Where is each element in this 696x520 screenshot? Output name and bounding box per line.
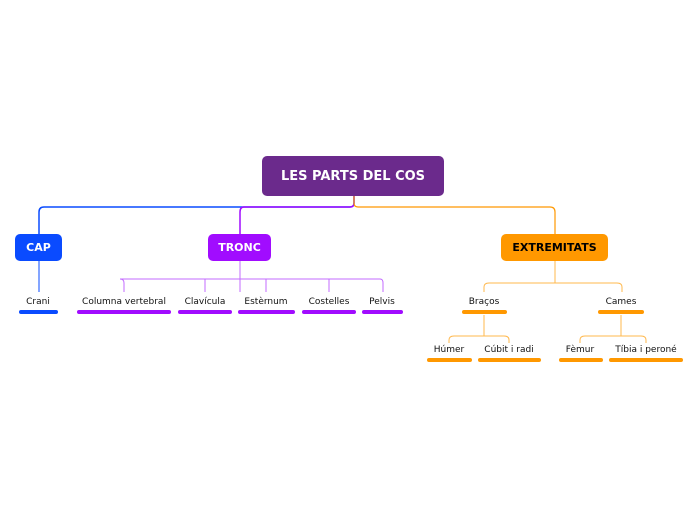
leaf-underline xyxy=(238,310,295,314)
leaf-pelvis[interactable]: Pelvis xyxy=(369,297,395,307)
connector-root-extremitats xyxy=(353,196,556,234)
connector-root-cap xyxy=(38,196,355,234)
leaf-underline xyxy=(609,358,683,362)
leaf-clavicula[interactable]: Clavícula xyxy=(184,297,226,307)
branch-tronc[interactable]: TRONC xyxy=(208,234,271,261)
leaf-cubit-i-radi[interactable]: Cúbit i radi xyxy=(484,345,534,355)
connector-extremitats-children xyxy=(483,261,623,292)
leaf-tibia-i-perone[interactable]: Tíbia i peroné xyxy=(615,345,677,355)
connector-root-tronc xyxy=(239,196,355,234)
leaf-columna-vertebral[interactable]: Columna vertebral xyxy=(82,297,166,307)
leaf-esternum[interactable]: Estèrnum xyxy=(244,297,288,307)
leaf-underline xyxy=(462,310,507,314)
leaf-underline xyxy=(478,358,541,362)
leaf-underline xyxy=(77,310,171,314)
leaf-underline xyxy=(559,358,603,362)
leaf-underline xyxy=(427,358,472,362)
leaf-humer[interactable]: Húmer xyxy=(433,345,465,355)
leaf-costelles[interactable]: Costelles xyxy=(308,297,350,307)
branch-extremitats[interactable]: EXTREMITATS xyxy=(501,234,608,261)
leaf-underline xyxy=(19,310,58,314)
subbranch-bracos[interactable]: Braços xyxy=(468,297,500,307)
leaf-underline xyxy=(362,310,403,314)
leaf-underline xyxy=(302,310,356,314)
connector-bracos-children xyxy=(448,315,510,343)
subbranch-cames[interactable]: Cames xyxy=(605,297,637,307)
connector-tronc-children xyxy=(119,261,384,292)
leaf-underline xyxy=(598,310,644,314)
connector-cames-children xyxy=(579,315,647,343)
leaf-femur[interactable]: Fèmur xyxy=(565,345,595,355)
branch-cap[interactable]: CAP xyxy=(15,234,62,261)
root-topic[interactable]: LES PARTS DEL COS xyxy=(262,156,444,196)
leaf-crani[interactable]: Crani xyxy=(26,297,50,307)
leaf-underline xyxy=(178,310,232,314)
